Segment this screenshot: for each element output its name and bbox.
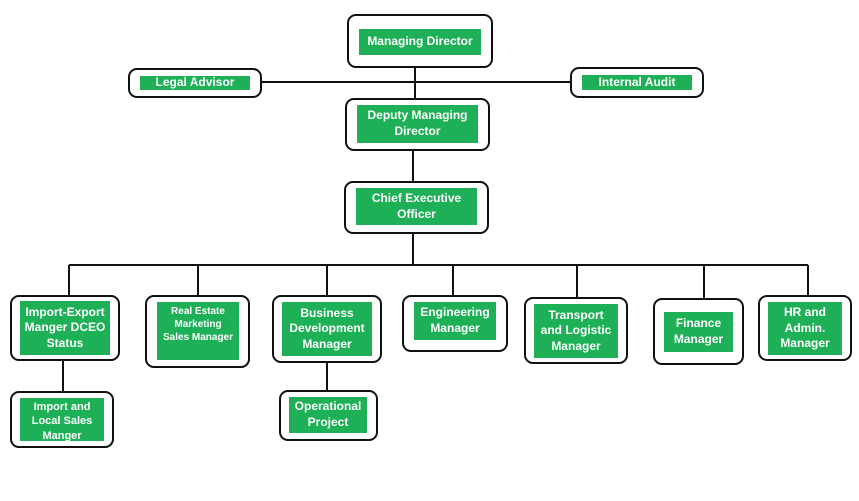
node-business-development: Business Development Manager [272,295,382,363]
node-deputy-managing-director: Deputy Managing Director [345,98,490,151]
label-operational-project: Operational Project [294,399,362,429]
label-finance-manager: Finance Manager [673,316,724,346]
label-engineering-manager: Engineering Manager [420,305,490,335]
node-import-export-manager: Import-Export Manger DCEO Status [10,295,120,361]
label-managing-director: Managing Director [367,34,473,49]
node-real-estate-marketing: Real Estate Marketing Sales Manager [145,295,250,368]
node-legal-advisor: Legal Advisor [128,68,262,98]
label-hr-admin: HR and Admin. Manager [780,305,830,351]
node-managing-director: Managing Director [347,14,493,68]
node-chief-executive-officer: Chief Executive Officer [344,181,489,234]
label-transport-logistic: Transport and Logistic Manager [540,307,612,353]
node-internal-audit: Internal Audit [570,67,704,98]
label-internal-audit: Internal Audit [598,75,676,89]
label-chief-executive-officer: Chief Executive Officer [371,190,462,221]
label-legal-advisor: Legal Advisor [155,76,235,90]
label-import-export-manager: Import-Export Manger DCEO Status [24,304,106,350]
node-transport-logistic: Transport and Logistic Manager [524,297,628,364]
label-real-estate-marketing: Real Estate Marketing Sales Manager [162,306,234,343]
node-operational-project: Operational Project [279,390,378,441]
label-import-local-sales: Import and Local Sales Manger [31,401,93,441]
node-engineering-manager: Engineering Manager [402,295,508,352]
label-deputy-managing-director: Deputy Managing Director [367,108,468,138]
node-finance-manager: Finance Manager [653,298,744,365]
node-import-local-sales: Import and Local Sales Manger [10,391,114,448]
node-hr-admin: HR and Admin. Manager [758,295,852,361]
label-business-development: Business Development Manager [289,305,365,351]
